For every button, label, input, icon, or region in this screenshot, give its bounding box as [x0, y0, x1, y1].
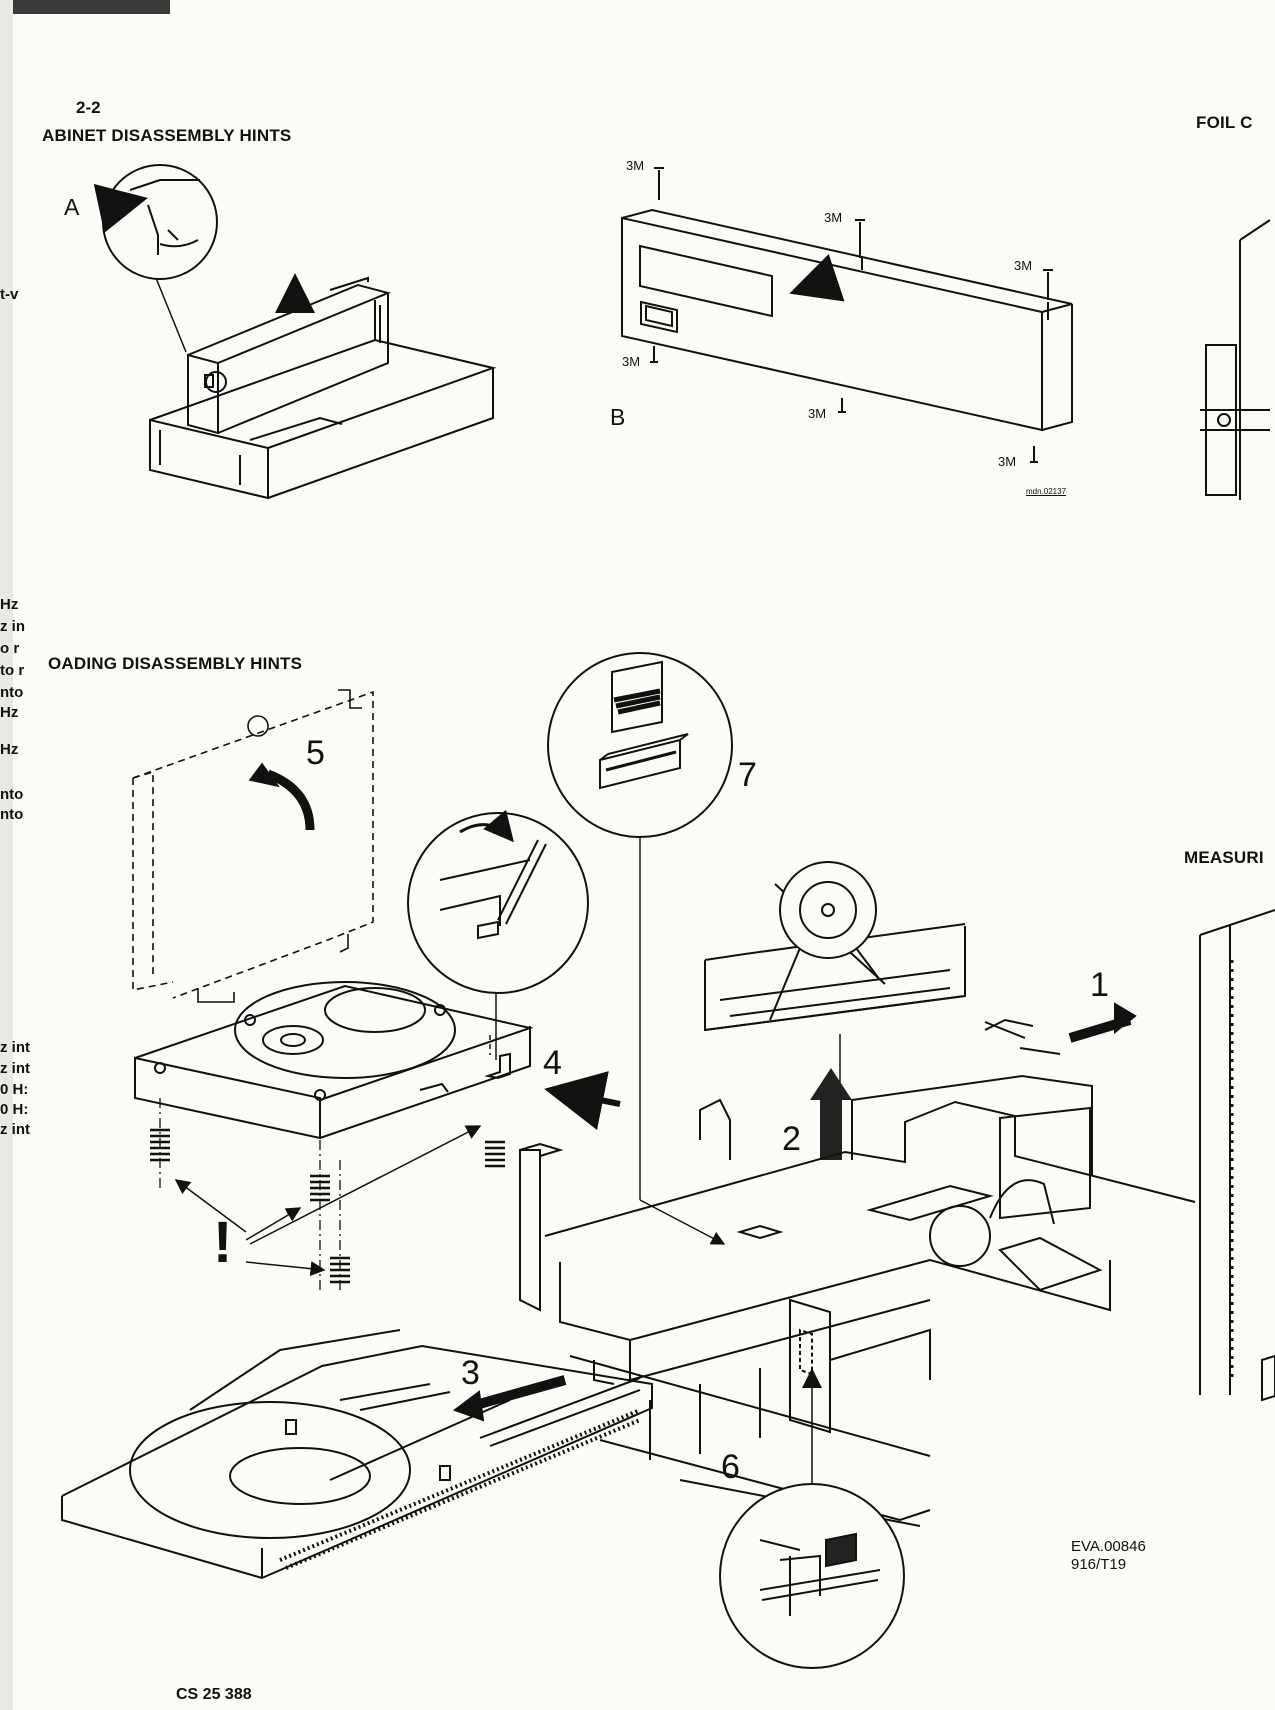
left-edge-text-12: z int	[0, 1060, 30, 1077]
left-edge-text-11: z int	[0, 1039, 30, 1056]
footer-code: CS 25 388	[176, 1686, 252, 1703]
tray-frame	[704, 861, 1137, 1084]
screw-label-5: 3M	[808, 406, 827, 421]
detail-circle-connector	[547, 652, 733, 1245]
cabinet-section-title: ABINET DISASSEMBLY HINTS	[42, 126, 292, 145]
main-chassis	[519, 1074, 1196, 1527]
detail-circle-clip	[407, 809, 589, 1060]
step-2-number: 2	[782, 1120, 801, 1158]
step-7-number: 7	[738, 756, 757, 794]
left-edge-text-8: Hz	[0, 741, 19, 758]
scan-edge-mark	[0, 0, 170, 14]
left-edge-text-3: z in	[0, 618, 25, 635]
detail-circle-flex	[719, 1368, 905, 1669]
foil-section-title: FOIL C	[1196, 113, 1253, 132]
left-edge-text-10: nto	[0, 806, 24, 823]
step-1-number: 1	[1090, 966, 1109, 1004]
step-5-number: 5	[306, 734, 325, 772]
warning-exclamation-icon: !	[213, 1210, 233, 1275]
left-edge-text-4: o r	[0, 640, 20, 657]
screw-label-4: 3M	[622, 354, 641, 369]
figure-label-b: B	[610, 404, 626, 430]
step-3-number: 3	[461, 1354, 480, 1392]
measuring-section-title: MEASURI	[1184, 848, 1264, 867]
mechanism-deck	[134, 981, 621, 1140]
arrow-up-2	[810, 1068, 852, 1160]
figure-label-a: A	[64, 194, 80, 220]
spring-icons	[150, 1098, 505, 1290]
loading-cover-dashed	[132, 690, 374, 999]
drawing-code: mdn.02137	[1026, 487, 1067, 496]
page-number: 2-2	[76, 98, 101, 117]
figure-a-cabinet	[93, 164, 497, 500]
screw-label-3: 3M	[1014, 258, 1033, 273]
reference-code-line2: 916/T19	[1071, 1556, 1127, 1573]
left-edge-text-6: nto	[0, 684, 24, 701]
loading-tray	[61, 1329, 653, 1580]
figure-b-front-panel	[621, 167, 1073, 463]
left-edge-text-13: 0 H:	[0, 1081, 29, 1098]
left-edge-text-1: t-v	[0, 286, 19, 303]
reference-code-line1: EVA.00846	[1071, 1538, 1146, 1555]
left-edge-text-2: Hz	[0, 596, 19, 613]
loading-section-title: OADING DISASSEMBLY HINTS	[48, 654, 303, 673]
screw-icons	[650, 167, 1053, 463]
page-gutter	[0, 0, 13, 1710]
right-edge-drawing	[1199, 219, 1275, 1402]
left-edge-text-7: Hz	[0, 704, 19, 721]
screw-label-6: 3M	[998, 454, 1017, 469]
screw-label-2: 3M	[824, 210, 843, 225]
left-edge-text-5: to r	[0, 662, 25, 679]
left-edge-text-9: nto	[0, 786, 24, 803]
left-edge-text-15: z int	[0, 1121, 30, 1138]
left-edge-text-14: 0 H:	[0, 1101, 29, 1118]
screw-label-1: 3M	[626, 158, 645, 173]
